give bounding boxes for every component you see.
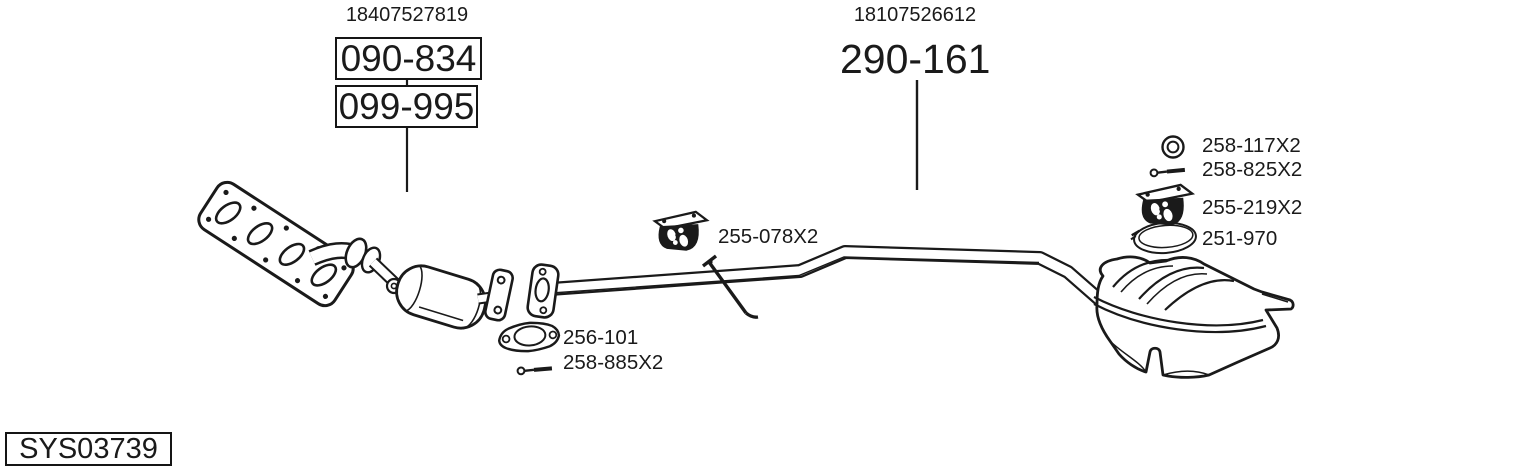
rear-washer-icon [1161, 135, 1185, 159]
front-part-number-1: 090-834 [335, 37, 482, 80]
front-bolt-label: 258-885X2 [563, 351, 664, 374]
catalytic-converter [395, 264, 493, 330]
front-part-number-2: 099-995 [335, 85, 478, 128]
mid-pipe [549, 245, 1105, 306]
exhaust-manifold [197, 180, 355, 308]
front-gasket-label: 256-101 [563, 326, 639, 349]
system-code-badge: SYS03739 [5, 432, 172, 466]
front-gasket-icon [497, 321, 561, 353]
mid-hanger-icon [653, 210, 709, 252]
hanger-rod [701, 254, 759, 319]
rear-clamp-label: 251-970 [1202, 227, 1278, 250]
flex-joint [308, 237, 403, 295]
rear-hanger-icon [1136, 183, 1194, 226]
cat-outlet-flange [484, 268, 514, 322]
rear-clamp-icon [1130, 221, 1197, 255]
front-bolt-icon [517, 366, 552, 374]
rear-muffler [1093, 255, 1295, 379]
rear-bolt-label: 258-825X2 [1202, 158, 1303, 181]
center-oe-number: 18107526612 [853, 4, 977, 26]
rear-bolt-icon [1150, 168, 1185, 177]
rear-washer-label: 258-117X2 [1202, 134, 1301, 157]
mid-pipe-inlet-flange [526, 263, 560, 319]
center-part-number: 290-161 [840, 36, 991, 82]
rear-hanger-label: 255-219X2 [1202, 196, 1303, 219]
front-oe-number: 18407527819 [345, 4, 469, 26]
mid-hanger-label: 255-078X2 [718, 225, 819, 248]
